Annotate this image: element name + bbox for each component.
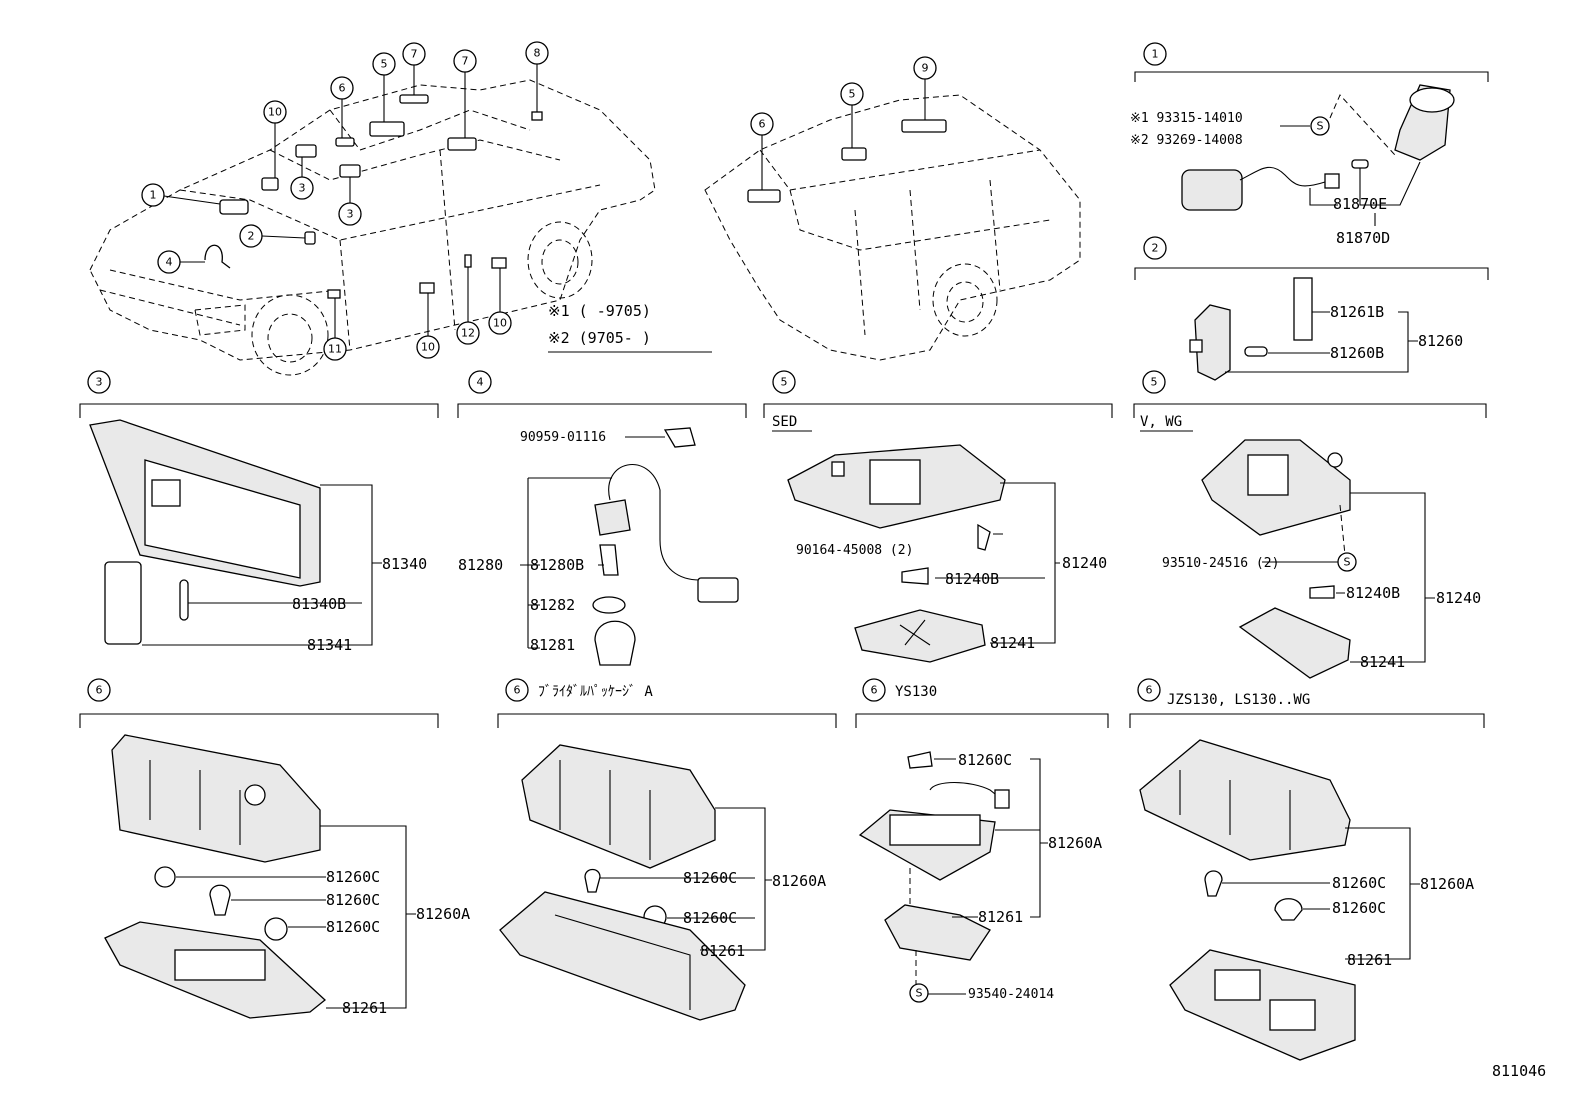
s3-part-81341: 81341 bbox=[307, 636, 352, 654]
section-2-num: 2 bbox=[1152, 242, 1159, 255]
s6a-part-81260c-1: 81260C bbox=[326, 868, 380, 886]
section-2: 2 81261B 81260B 81260 bbox=[1134, 236, 1489, 381]
s2-part-81260b: 81260B bbox=[1330, 344, 1384, 362]
s5a-part-81240b: 81240B bbox=[945, 570, 999, 588]
callout-2: 2 bbox=[248, 230, 255, 243]
s6a-part-81260c-2: 81260C bbox=[326, 891, 380, 909]
s6d-part-81261: 81261 bbox=[1347, 951, 1392, 969]
date-legend: ※1 ( -9705) ※2 (9705- ) bbox=[548, 302, 712, 353]
wagon-overview bbox=[704, 94, 1081, 361]
section-6d-num: 6 bbox=[1146, 684, 1153, 697]
s4-part-81280: 81280 bbox=[458, 556, 503, 574]
callout-10c: 10 bbox=[493, 317, 507, 330]
s6d-header: JZS130, LS130..WG bbox=[1167, 692, 1310, 708]
callout-5b: 5 bbox=[849, 88, 856, 101]
section-1-num: 1 bbox=[1152, 48, 1159, 61]
s3-part-81340: 81340 bbox=[382, 555, 427, 573]
section-5-sed: 5 SED 90164-45008 (2) 81240B 81240 81241 bbox=[763, 370, 1113, 663]
s5b-part-81240: 81240 bbox=[1436, 589, 1481, 607]
callout-3a: 3 bbox=[299, 182, 306, 195]
s6c-s-marker: S bbox=[916, 987, 923, 1000]
s6c-part-81260a: 81260A bbox=[1048, 834, 1102, 852]
section-1: 1 ※1 93315-14010 ※2 93269-14008 S 81870E… bbox=[1130, 42, 1489, 247]
s5b-part-81241: 81241 bbox=[1360, 653, 1405, 671]
s4-part-81280b: 81280B bbox=[530, 556, 584, 574]
callout-5a: 5 bbox=[381, 58, 388, 71]
s6d-part-81260a: 81260A bbox=[1420, 875, 1474, 893]
section-6c-num: 6 bbox=[871, 684, 878, 697]
section-6c: 6 YS130 S 81260C 81260A 81261 93540-2401… bbox=[855, 678, 1109, 1003]
s6d-part-81260c-2: 81260C bbox=[1332, 899, 1386, 917]
s6a-part-81260a: 81260A bbox=[416, 905, 470, 923]
s2-part-81260: 81260 bbox=[1418, 332, 1463, 350]
legend-note-2: ※2 (9705- ) bbox=[548, 329, 651, 347]
s1-part-93269: ※2 93269-14008 bbox=[1130, 133, 1243, 148]
section-6d: 6 JZS130, LS130..WG 81260C 81260C 81260A… bbox=[1129, 678, 1485, 1061]
s1-s-marker: S bbox=[1317, 120, 1324, 133]
s6c-header: YS130 bbox=[895, 684, 937, 700]
s6b-part-81260c-2: 81260C bbox=[683, 909, 737, 927]
section-3-num: 3 bbox=[96, 376, 103, 389]
s5b-s-marker: S bbox=[1344, 556, 1351, 569]
callout-12: 12 bbox=[461, 327, 475, 340]
s2-part-81261b: 81261B bbox=[1330, 303, 1384, 321]
section-6b-num: 6 bbox=[514, 684, 521, 697]
section-3: 3 81340 81340B 81341 bbox=[79, 370, 439, 654]
s4-part-81281: 81281 bbox=[530, 636, 575, 654]
sedan-callouts: 10 6 5 7 7 8 1 3 3 2 4 11 10 12 10 bbox=[141, 41, 549, 361]
s6b-part-81260c-1: 81260C bbox=[683, 869, 737, 887]
callout-8: 8 bbox=[534, 47, 541, 60]
section-4-num: 4 bbox=[477, 376, 484, 389]
s6a-part-81260c-3: 81260C bbox=[326, 918, 380, 936]
section-5b-num: 5 bbox=[1151, 376, 1158, 389]
s5b-part-93510: 93510-24516 (2) bbox=[1162, 556, 1279, 571]
callout-10a: 10 bbox=[268, 106, 282, 119]
s6c-part-81260c: 81260C bbox=[958, 751, 1012, 769]
diagram-number: 811046 bbox=[1492, 1062, 1546, 1080]
s6b-part-81260a: 81260A bbox=[772, 872, 826, 890]
callout-9: 9 bbox=[922, 62, 929, 75]
s5b-part-81240b: 81240B bbox=[1346, 584, 1400, 602]
section-6b: 6 ﾌﾞﾗｲﾀﾞﾙﾊﾟｯｹｰｼﾞ A 81260C 81260C 81260A … bbox=[497, 678, 837, 1021]
wagon-callouts: 6 5 9 bbox=[750, 56, 937, 190]
s6b-header: ﾌﾞﾗｲﾀﾞﾙﾊﾟｯｹｰｼﾞ A bbox=[538, 684, 653, 700]
sedan-overview bbox=[89, 79, 656, 376]
callout-6b: 6 bbox=[759, 118, 766, 131]
s1-part-93315: ※1 93315-14010 bbox=[1130, 111, 1243, 126]
s6c-part-81261: 81261 bbox=[978, 908, 1023, 926]
s4-part-90959: 90959-01116 bbox=[520, 430, 606, 445]
callout-6a: 6 bbox=[339, 82, 346, 95]
section-5-vwg: 5 V, WG S 93510-24516 (2) 81240B 81240 8… bbox=[1133, 370, 1487, 679]
section-4: 4 90959-01116 81280 81280B 81282 81281 bbox=[457, 370, 747, 666]
callout-7b: 7 bbox=[462, 55, 469, 68]
callout-7a: 7 bbox=[411, 48, 418, 61]
s4-part-81282: 81282 bbox=[530, 596, 575, 614]
s5a-part-81241: 81241 bbox=[990, 634, 1035, 652]
callout-4: 4 bbox=[166, 256, 173, 269]
legend-note-1: ※1 ( -9705) bbox=[548, 302, 651, 320]
s6c-part-93540: 93540-24014 bbox=[968, 987, 1054, 1002]
s5a-part-90164: 90164-45008 (2) bbox=[796, 543, 913, 558]
s3-part-81340b: 81340B bbox=[292, 595, 346, 613]
callout-1: 1 bbox=[150, 189, 157, 202]
s1-part-81870d: 81870D bbox=[1336, 229, 1390, 247]
s5b-header: V, WG bbox=[1140, 414, 1182, 430]
s5a-part-81240: 81240 bbox=[1062, 554, 1107, 572]
callout-10b: 10 bbox=[421, 341, 435, 354]
section-6a: 6 81260C 81260C 81260C 81260A 81261 bbox=[79, 678, 470, 1019]
s6b-part-81261: 81261 bbox=[700, 942, 745, 960]
section-6a-num: 6 bbox=[96, 684, 103, 697]
callout-11: 11 bbox=[328, 343, 342, 356]
callout-3b: 3 bbox=[347, 208, 354, 221]
s6a-part-81261: 81261 bbox=[342, 999, 387, 1017]
section-5a-num: 5 bbox=[781, 376, 788, 389]
s1-part-81870e: 81870E bbox=[1333, 195, 1387, 213]
s6d-part-81260c-1: 81260C bbox=[1332, 874, 1386, 892]
s5a-header: SED bbox=[772, 414, 797, 430]
